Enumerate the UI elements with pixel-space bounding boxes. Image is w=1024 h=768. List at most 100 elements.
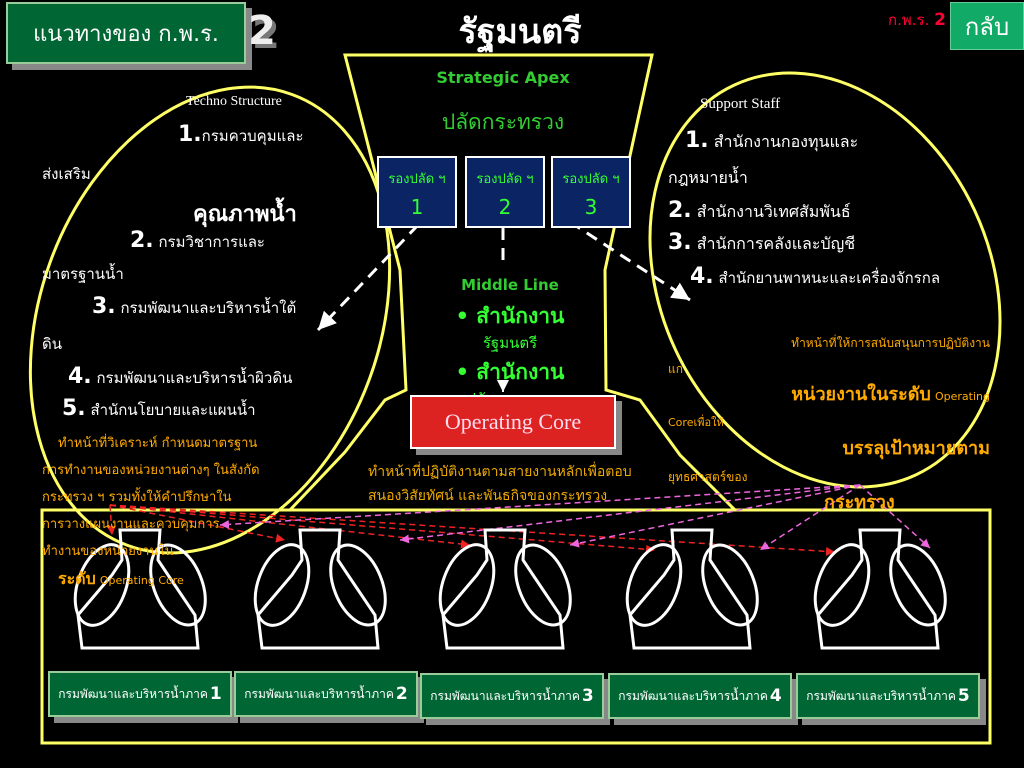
techno-item-4: 4. กรมพัฒนาและบริหารน้ำผิวดิน xyxy=(68,364,292,390)
desc-tail: ระดับ Operating Core xyxy=(42,565,298,594)
desc-line: การทำงานของหน่วยงานต่างๆ ในสังกัด xyxy=(42,463,260,478)
desc-line-5: บรรลุเป้าหมายตาม xyxy=(668,436,990,464)
region-number: 4 xyxy=(769,686,782,706)
title-number: 2 xyxy=(248,8,276,54)
support-item-1: 1. สำนักงานกองทุนและ xyxy=(685,128,858,155)
region-label: กรมพัฒนาและบริหารน้ำภาค xyxy=(806,688,956,703)
item-number: 2. xyxy=(668,198,692,223)
item-number: 4. xyxy=(68,364,92,389)
techno-ellipse xyxy=(28,85,392,555)
desc-line: ทำหน้าที่ให้การสนับสนุนการปฏิบัติงาน xyxy=(791,336,990,350)
desc-line: ทำหน้าที่วิเคราะห์ กำหนดมาตรฐาน xyxy=(58,436,258,451)
item-text: สำนักงานวิเทศสัมพันธ์ xyxy=(696,202,851,221)
item-text: สำนักงานกองทุนและ xyxy=(713,132,859,151)
middle-item-line1: • สำนักงาน xyxy=(455,304,565,328)
region-number: 1 xyxy=(209,684,222,704)
operating-core-description: ทำหน้าที่ปฏิบัติงานตามสายงานหลักเพื่อตอบ… xyxy=(368,464,632,504)
mini-structure-icon-5 xyxy=(813,528,947,650)
deputy-box-3: รองปลัด ฯ 3 xyxy=(551,156,631,228)
desc-big: กระทรวง xyxy=(824,492,895,513)
deputy-box-2: รองปลัด ฯ 2 xyxy=(465,156,545,228)
item-text: กรมพัฒนาและบริหารน้ำใต้ xyxy=(120,299,297,317)
strategic-apex-label: Strategic Apex xyxy=(436,68,570,87)
back-button[interactable]: กลับ xyxy=(950,2,1024,50)
desc-line: การวางแผนงานและควบคุมการ xyxy=(42,517,220,532)
region-number: 5 xyxy=(957,686,970,706)
techno-item-1-line2: ส่งเสริม xyxy=(42,165,91,183)
item-number: 1. xyxy=(178,122,202,147)
deputy-box-1: รองปลัด ฯ 1 xyxy=(377,156,457,228)
deputy-label: รองปลัด ฯ xyxy=(476,172,534,187)
region-label: กรมพัฒนาและบริหารน้ำภาค xyxy=(58,686,208,701)
desc-line: กระทรวง ฯ รวมทั้งให้คำปรึกษาใน xyxy=(42,490,232,505)
operating-core-box: Operating Core xyxy=(410,395,616,449)
desc-tail-big: ระดับ xyxy=(58,569,96,588)
mini-structure-icon-2 xyxy=(253,528,387,650)
item-text: กรมวิชาการและ xyxy=(158,233,265,251)
deputy-number: 2 xyxy=(498,195,512,219)
desc-small: Operating xyxy=(935,390,990,403)
item-number: 1. xyxy=(685,128,709,153)
item-number: 3. xyxy=(668,230,692,255)
middle-line-label: Middle Line xyxy=(461,276,559,294)
item-text: กรมพัฒนาและบริหารน้ำผิวดิน xyxy=(96,369,293,387)
desc-line: ยุทธศาสตร์ของ xyxy=(668,470,748,484)
item-number: 3. xyxy=(92,294,116,319)
item-text: สำนักการคลังและบัญชี xyxy=(696,234,856,253)
middle-item-line2: รัฐมนตรี xyxy=(482,334,538,352)
desc-line: ทำงานของหน่วยงานใน xyxy=(42,544,174,559)
support-staff-description: ทำหน้าที่ให้การสนับสนุนการปฏิบัติงาน แก่… xyxy=(668,330,990,518)
techno-structure-label: Techno Structure xyxy=(186,94,282,109)
techno-item-1-line3: คุณภาพน้ำ xyxy=(193,202,297,227)
corner-label: ก.พ.ร. 2 xyxy=(888,8,946,32)
item-text: สำนักยานพาหนะและเครื่องจักรกล xyxy=(718,269,941,287)
support-item-3: 3. สำนักการคลังและบัญชี xyxy=(668,230,855,257)
deputy-label: รองปลัด ฯ xyxy=(388,172,446,187)
region-label: กรมพัฒนาและบริหารน้ำภาค xyxy=(430,688,580,703)
region-number: 2 xyxy=(395,684,408,704)
minister-title: รัฐมนตรี xyxy=(458,12,582,52)
middle-line-item-1: • สำนักงาน รัฐมนตรี xyxy=(410,300,610,355)
desc-big: บรรลุเป้าหมายตาม xyxy=(842,438,990,459)
support-item-1-line2: กฎหมายน้ำ xyxy=(668,168,748,187)
corner-label-text: ก.พ.ร. xyxy=(888,11,930,29)
support-item-4: 4. สำนักยานพาหนะและเครื่องจักรกล xyxy=(690,264,940,290)
region-number: 3 xyxy=(581,686,594,706)
desc-big: หน่วยงานในระดับ xyxy=(791,384,931,405)
middle-item-line1: • สำนักงาน xyxy=(455,360,565,384)
deputy-label: รองปลัด ฯ xyxy=(562,172,620,187)
techno-item-1: 1.กรมควบคุมและ xyxy=(178,122,304,148)
operating-core-frame xyxy=(40,508,992,745)
mini-structure-icon-4 xyxy=(625,528,759,650)
page-title: แนวทางของ ก.พ.ร. xyxy=(33,21,219,47)
item-text: กรมควบคุมและ xyxy=(201,127,304,145)
techno-structure-description: ทำหน้าที่วิเคราะห์ กำหนดมาตรฐาน การทำงาน… xyxy=(42,430,298,594)
desc-line: Coreเพื่อให้ xyxy=(668,416,724,429)
desc-tail-small: Operating Core xyxy=(99,574,184,587)
techno-item-5: 5. สำนักนโยบายและแผนน้ำ xyxy=(62,396,256,422)
desc-line-7: กระทรวง xyxy=(668,490,990,518)
corner-number: 2 xyxy=(934,10,946,30)
techno-item-3-line2: ดิน xyxy=(42,335,62,353)
support-staff-label: Support Staff xyxy=(700,96,781,112)
mini-structure-icon-3 xyxy=(438,528,572,650)
desc-line: แก่ xyxy=(668,362,683,376)
deputy-number: 3 xyxy=(584,195,598,219)
permanent-secretary-label: ปลัดกระทรวง xyxy=(441,110,565,134)
desc-line-3: หน่วยงานในระดับ Operating xyxy=(668,382,990,410)
techno-item-2: 2. กรมวิชาการและ xyxy=(130,228,265,254)
techno-item-2-line2: มาตรฐานน้ำ xyxy=(42,265,124,283)
item-number: 5. xyxy=(62,396,86,421)
item-number: 2. xyxy=(130,228,154,253)
support-item-2: 2. สำนักงานวิเทศสัมพันธ์ xyxy=(668,198,851,225)
support-ellipse xyxy=(648,71,1002,489)
item-text: สำนักนโยบายและแผนน้ำ xyxy=(90,401,256,419)
techno-item-3: 3. กรมพัฒนาและบริหารน้ำใต้ xyxy=(92,294,296,320)
